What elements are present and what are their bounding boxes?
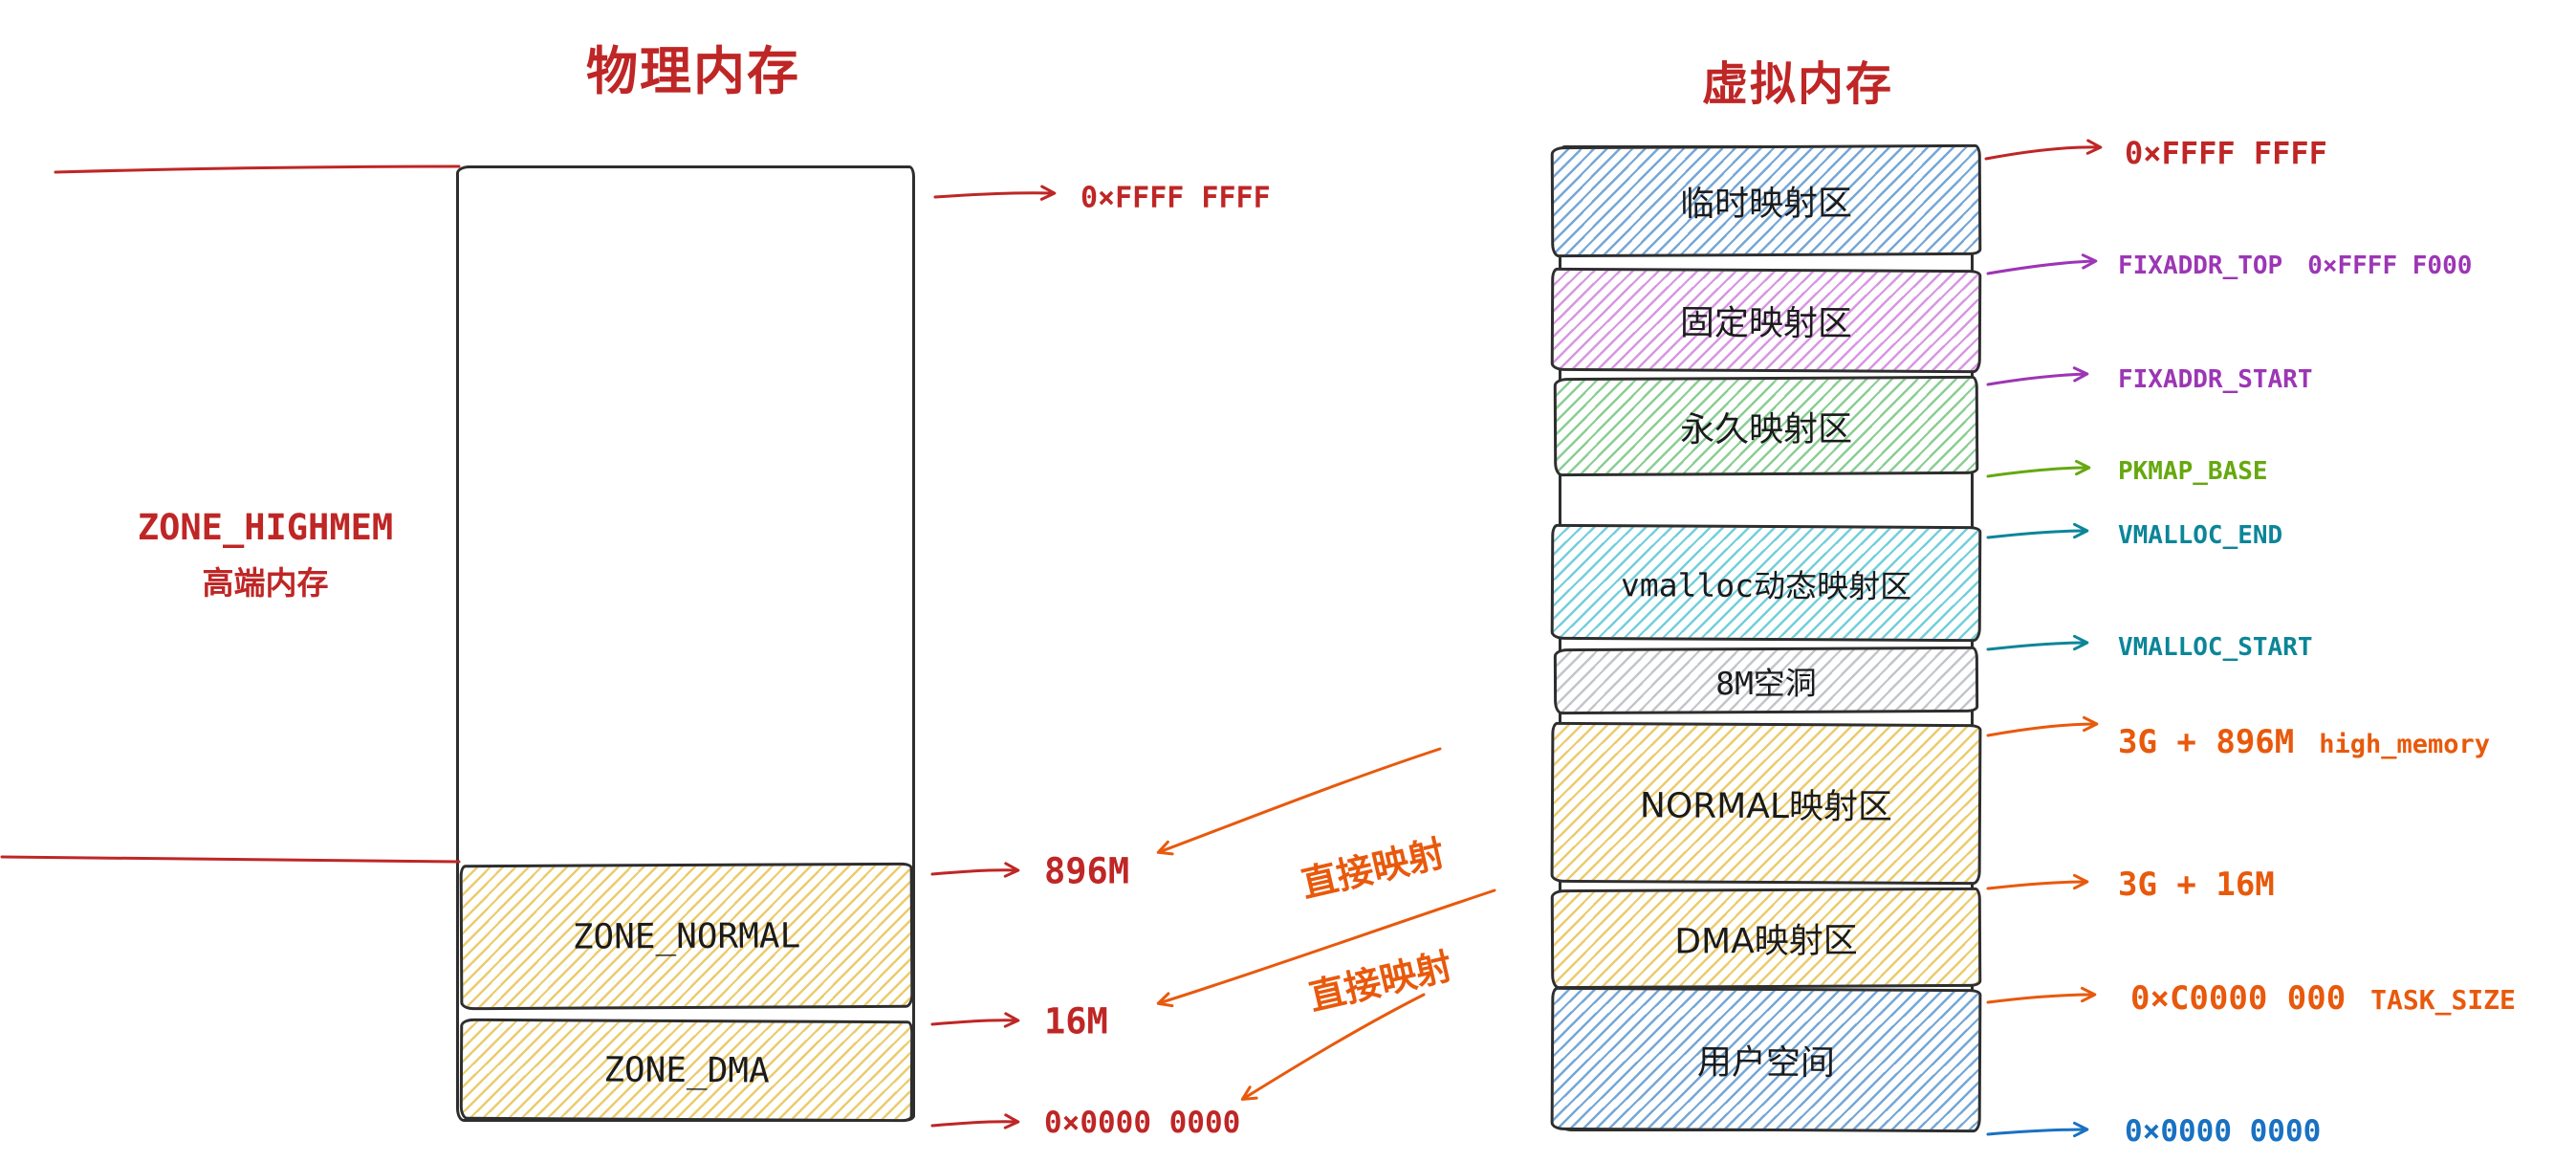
arrow-vm-vmalloc-end <box>1986 522 2089 539</box>
vm-block-temp-mapping-label: 临时映射区 <box>1679 184 1853 225</box>
arrow-vm-bottom-address <box>1986 1121 2089 1138</box>
vm-block-fixed-mapping-label: 固定映射区 <box>1679 303 1853 344</box>
vm-block-normal-mapping-label: NORMAL映射区 <box>1639 786 1893 827</box>
vm-marker-top: 0×FFFF FFFF <box>2125 135 2327 171</box>
zone-normal-block: ZONE_NORMAL <box>459 862 914 1011</box>
vm-block-temp-mapping: 临时映射区 <box>1550 143 1982 258</box>
high-memory-symbol-text: high_memory <box>2319 730 2491 759</box>
zone-dma-label: ZONE_DMA <box>603 1050 770 1090</box>
physical-memory-title: 物理内存 <box>586 41 800 101</box>
zone-highmem-name: ZONE_HIGHMEM <box>137 507 394 548</box>
vm-marker-pkmap-base: PKMAP_BASE <box>2118 457 2268 486</box>
phys-top-guide-line <box>54 164 461 174</box>
arrow-vm-pkmap-base <box>1986 459 2091 478</box>
vm-block-fixed-mapping: 固定映射区 <box>1550 267 1982 374</box>
zone-highmem-label: ZONE_HIGHMEM 高端内存 <box>96 507 435 603</box>
arrow-phys-896m <box>930 862 1020 878</box>
phys-marker-bottom: 0×0000 0000 <box>1044 1106 1241 1140</box>
vm-marker-vmalloc-start: VMALLOC_START <box>2118 633 2313 662</box>
task-size-addr-text: 0×C0000 000 <box>2130 979 2347 1018</box>
phys-marker-top: 0×FFFF FFFF <box>1081 181 1271 215</box>
high-memory-addr-text: 3G + 896M <box>2118 723 2295 761</box>
vm-marker-vmalloc-end: VMALLOC_END <box>2118 521 2283 550</box>
arrow-phys-16m <box>930 1012 1020 1028</box>
vm-block-permanent-mapping-label: 永久映射区 <box>1679 409 1853 449</box>
arrow-phys-bottom-address <box>930 1113 1020 1129</box>
vm-block-permanent-mapping: 永久映射区 <box>1553 375 1979 477</box>
vm-marker-fixaddr-top: FIXADDR_TOP 0×FFFF F000 <box>2118 252 2472 280</box>
arrow-vm-fixaddr-start <box>1986 366 2089 386</box>
zone-normal-label: ZONE_NORMAL <box>572 915 801 957</box>
phys-896m-guide-line <box>0 855 461 864</box>
arrow-vm-3g-16m <box>1986 873 2089 890</box>
arrow-vm-task-size <box>1986 986 2097 1004</box>
fixaddr-top-text: FIXADDR_TOP <box>2118 252 2283 280</box>
vm-block-dma-mapping: DMA映射区 <box>1550 887 1982 990</box>
vm-marker-fixaddr-start: FIXADDR_START <box>2118 365 2313 394</box>
virtual-memory-title: 虚拟内存 <box>1701 57 1893 111</box>
vm-block-user-space-label: 用户空间 <box>1696 1042 1836 1084</box>
arrow-vm-top-address <box>1984 139 2103 161</box>
vm-block-8m-hole: 8M空洞 <box>1553 646 1979 715</box>
phys-marker-16m: 16M <box>1044 1000 1108 1042</box>
arrow-phys-top-address <box>933 185 1057 201</box>
vm-block-user-space: 用户空间 <box>1550 986 1982 1133</box>
vm-block-vmalloc: vmalloc动态映射区 <box>1550 523 1982 643</box>
phys-marker-896m: 896M <box>1044 850 1130 892</box>
vm-block-dma-mapping-label: DMA映射区 <box>1674 921 1858 962</box>
zone-dma-block: ZONE_DMA <box>459 1018 914 1123</box>
vm-block-8m-hole-label: 8M空洞 <box>1715 664 1817 702</box>
vm-marker-task-size: 0×C0000 000 TASK_SIZE <box>2130 979 2516 1018</box>
direct-mapping-label-2: 直接映射 <box>1304 944 1456 1019</box>
fixaddr-top-extra-text: 0×FFFF F000 <box>2307 252 2473 280</box>
arrow-vm-high-memory <box>1986 715 2099 737</box>
vm-marker-high-memory: 3G + 896M high_memory <box>2118 723 2490 761</box>
vm-marker-3g-16m: 3G + 16M <box>2118 866 2275 904</box>
vm-block-vmalloc-label: vmalloc动态映射区 <box>1620 565 1912 605</box>
vm-block-normal-mapping: NORMAL映射区 <box>1550 721 1982 886</box>
vm-marker-bottom: 0×0000 0000 <box>2125 1114 2322 1149</box>
zone-highmem-subtitle: 高端内存 <box>202 564 329 602</box>
arrow-vm-fixaddr-top <box>1986 253 2098 275</box>
direct-mapping-label-1: 直接映射 <box>1297 831 1449 906</box>
task-size-symbol-text: TASK_SIZE <box>2370 984 2516 1016</box>
arrow-vm-vmalloc-start <box>1986 634 2089 651</box>
